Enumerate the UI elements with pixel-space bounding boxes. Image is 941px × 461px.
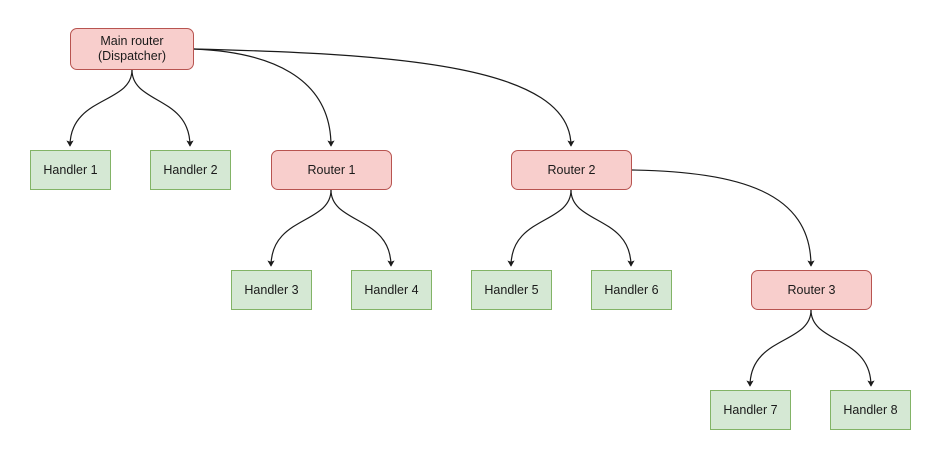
edge-main-router-to-handler-1 — [66, 69, 133, 147]
edge-router-3-to-handler-7 — [746, 309, 812, 387]
edge-main-router-to-router-1 — [193, 48, 335, 147]
node-label-main-router: Main router (Dispatcher) — [97, 34, 167, 63]
node-handler-1[interactable]: Handler 1 — [30, 150, 111, 190]
edge-router-1-to-handler-3 — [267, 189, 332, 267]
node-label-router-1: Router 1 — [307, 162, 356, 177]
node-handler-7[interactable]: Handler 7 — [710, 390, 791, 430]
node-label-handler-6: Handler 6 — [604, 282, 659, 297]
node-label-handler-1: Handler 1 — [43, 162, 98, 177]
edge-router-2-to-router-3 — [631, 169, 815, 267]
edge-router-1-to-handler-4 — [330, 189, 395, 267]
node-handler-2[interactable]: Handler 2 — [150, 150, 231, 190]
node-label-router-3: Router 3 — [787, 282, 836, 297]
node-label-handler-7: Handler 7 — [723, 402, 778, 417]
node-main-router[interactable]: Main router (Dispatcher) — [70, 28, 194, 70]
edge-main-router-to-router-2 — [193, 48, 575, 147]
node-handler-6[interactable]: Handler 6 — [591, 270, 672, 310]
edge-router-3-to-handler-8 — [810, 309, 875, 387]
node-label-handler-2: Handler 2 — [163, 162, 218, 177]
node-router-2[interactable]: Router 2 — [511, 150, 632, 190]
edges-group — [66, 48, 875, 387]
node-handler-5[interactable]: Handler 5 — [471, 270, 552, 310]
edge-router-2-to-handler-5 — [507, 189, 572, 267]
node-handler-3[interactable]: Handler 3 — [231, 270, 312, 310]
node-handler-4[interactable]: Handler 4 — [351, 270, 432, 310]
node-handler-8[interactable]: Handler 8 — [830, 390, 911, 430]
node-router-1[interactable]: Router 1 — [271, 150, 392, 190]
node-label-router-2: Router 2 — [547, 162, 596, 177]
node-router-3[interactable]: Router 3 — [751, 270, 872, 310]
node-label-handler-8: Handler 8 — [843, 402, 898, 417]
node-label-handler-5: Handler 5 — [484, 282, 539, 297]
edge-router-2-to-handler-6 — [570, 189, 635, 267]
node-label-handler-4: Handler 4 — [364, 282, 419, 297]
node-label-handler-3: Handler 3 — [244, 282, 299, 297]
edge-main-router-to-handler-2 — [131, 69, 194, 147]
